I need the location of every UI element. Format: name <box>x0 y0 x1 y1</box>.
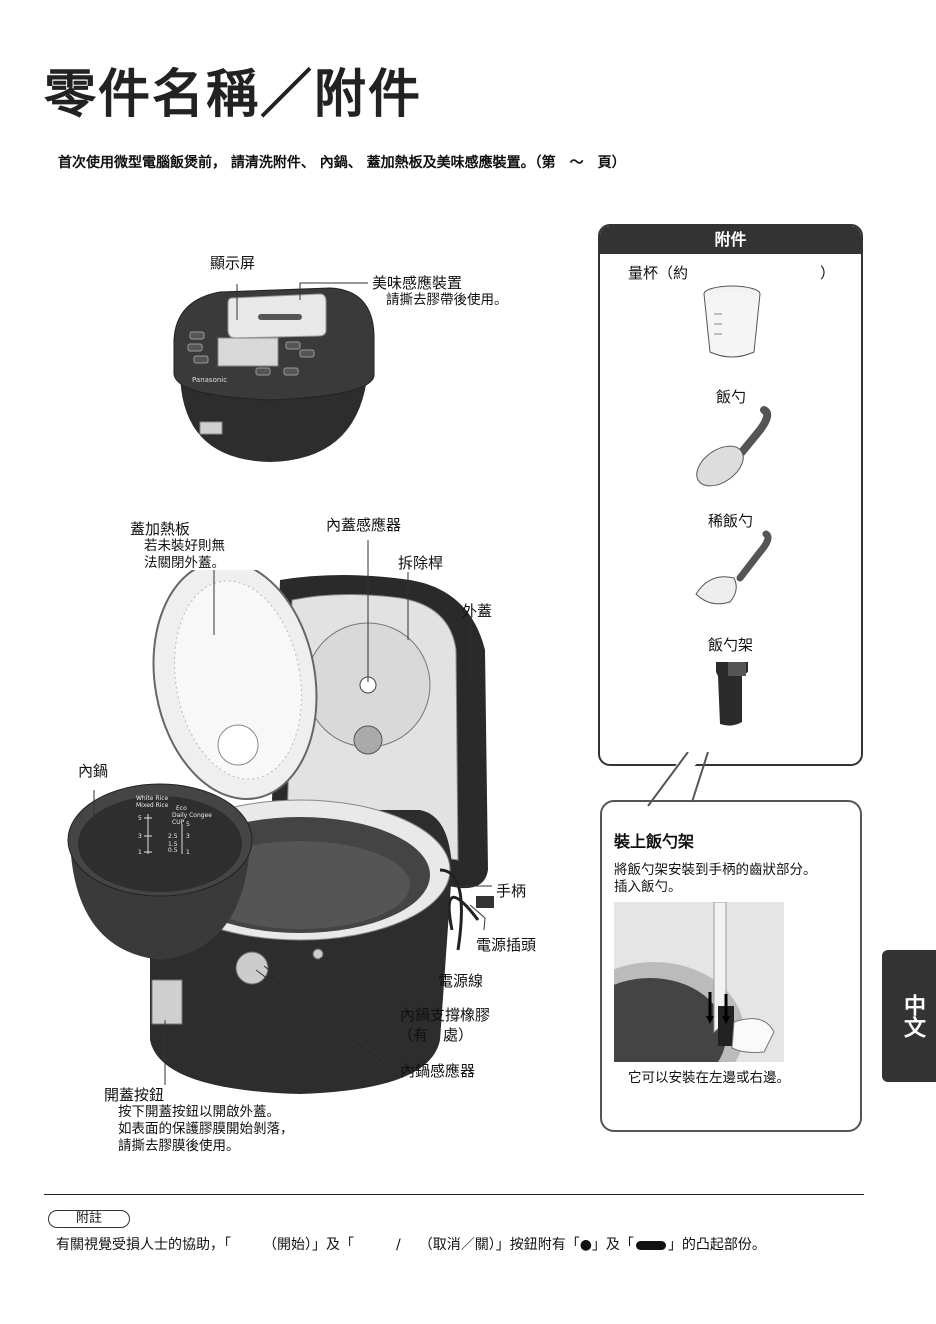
label-power-plug: 電源插頭 <box>476 936 537 954</box>
mounting-title: 裝上飯勺架 <box>614 832 695 851</box>
rice-scoop-icon <box>696 406 772 487</box>
pot-scale-cup-label: CUP <box>172 819 185 826</box>
footnote-part-c: / <box>396 1237 401 1253</box>
footnote-part-e: 」的凸起部份。 <box>667 1237 766 1253</box>
label-inner-lid-sensor: 內蓋感應器 <box>326 516 402 534</box>
mounting-photo-illustration <box>614 902 784 1062</box>
inner-pot-illustration: White Rice Mixed Rice Eco Daily Congee C… <box>67 783 253 960</box>
note-open-button-1: 按下開蓋按鈕以開啟外蓋。 <box>118 1104 280 1120</box>
footnote: 有關視覺受損人士的協助，「 （開始）」及「 / （取消／關）」按鈕附有「●」及「 」的凸… <box>56 1234 766 1254</box>
rice-cooker-closed-illustration: Panasonic <box>173 287 375 462</box>
note-tag: 附註 <box>48 1210 130 1228</box>
footnote-part-a: 有關視覺受損人士的協助，「 <box>56 1237 231 1253</box>
label-measuring-cup-close: ） <box>820 264 836 282</box>
mounting-side-note: 它可以安裝在左邊或右邊。 <box>628 1070 790 1086</box>
language-tab-label: 中文 <box>900 994 925 1038</box>
brand-logo-text: Panasonic <box>192 376 227 384</box>
accessories-header: 附件 <box>600 226 861 254</box>
soup-ladle-icon <box>695 530 772 605</box>
scoop-holder-icon <box>716 662 748 726</box>
pot-scale-right-3: 3 <box>186 833 190 840</box>
intro-text: 首次使用微型電腦飯煲前， 請清洗附件、 內鍋、 蓋加熱板及美味感應裝置。（第 ～… <box>58 155 626 171</box>
pot-scale-right-1-5: 1.5 <box>168 841 178 848</box>
pot-scale-left-1: 1 <box>138 849 142 856</box>
note-lid-heater-1: 若未裝好則無 <box>144 538 225 554</box>
footnote-part-b: （開始）」及「 <box>263 1237 354 1253</box>
pot-scale-head-eco: Eco <box>176 805 187 812</box>
label-removal-lever: 拆除桿 <box>398 554 444 572</box>
language-tab[interactable]: 中文 <box>882 950 936 1082</box>
label-display: 顯示屏 <box>210 254 256 272</box>
label-open-button: 開蓋按鈕 <box>104 1086 165 1104</box>
leader-lines-top <box>236 282 368 320</box>
label-pot-sensor: 內鍋感應器 <box>400 1062 476 1080</box>
footer-divider <box>44 1194 864 1195</box>
label-rice-scoop: 飯勺 <box>716 388 747 406</box>
label-measuring-cup: 量杯（約 <box>628 264 689 282</box>
pot-scale-head-mixed: Mixed Rice <box>136 802 169 809</box>
pot-scale-left-3: 3 <box>138 833 142 840</box>
callout-pointer <box>647 752 710 807</box>
leader-lines-main <box>93 540 492 1085</box>
label-pot-support-rubber-count: （有 處） <box>398 1026 474 1044</box>
label-lid-heater: 蓋加熱板 <box>130 520 191 538</box>
note-lid-heater-2: 法關閉外蓋。 <box>144 555 225 571</box>
mounting-step-2: 插入飯勺。 <box>614 879 682 895</box>
pot-scale-head-white: White Rice <box>136 795 168 802</box>
note-taste-sensor: 請撕去膠帶後使用。 <box>386 292 508 308</box>
raised-bar-icon <box>635 1240 666 1250</box>
pot-scale-right-0-5: 0.5 <box>168 847 178 854</box>
label-power-cord: 電源線 <box>438 972 484 990</box>
accessories-panel: 附件 <box>598 224 863 766</box>
measuring-cup-icon <box>703 285 761 358</box>
note-open-button-2: 如表面的保護膠膜開始剝落， <box>118 1121 294 1137</box>
pot-scale-right-2-5: 2.5 <box>168 833 178 840</box>
label-taste-sensor: 美味感應裝置 <box>372 274 463 292</box>
label-scoop-holder: 飯勺架 <box>708 636 754 654</box>
pot-scale-right-1: 1 <box>186 849 190 856</box>
label-pot-support-rubber: 內鍋支撐橡膠 <box>400 1006 491 1024</box>
note-open-button-3: 請撕去膠膜後使用。 <box>118 1138 240 1154</box>
pot-scale-left-5: 5 <box>138 815 142 822</box>
pot-scale-right-5: 5 <box>186 821 190 828</box>
pot-scale-head-congee: Daily Congee <box>172 812 212 819</box>
label-inner-pot: 內鍋 <box>78 762 109 780</box>
mounting-panel <box>600 800 862 1132</box>
page-title: 零件名稱／附件 <box>44 65 423 125</box>
label-soup-ladle: 稀飯勺 <box>708 512 754 530</box>
label-outer-lid: 外蓋 <box>462 602 493 620</box>
label-handle: 手柄 <box>496 882 527 900</box>
mounting-step-1: 將飯勺架安裝到手柄的齒狀部分。 <box>614 862 817 878</box>
footnote-part-d: （取消／關）」按鈕附有「●」及「 <box>418 1237 634 1253</box>
